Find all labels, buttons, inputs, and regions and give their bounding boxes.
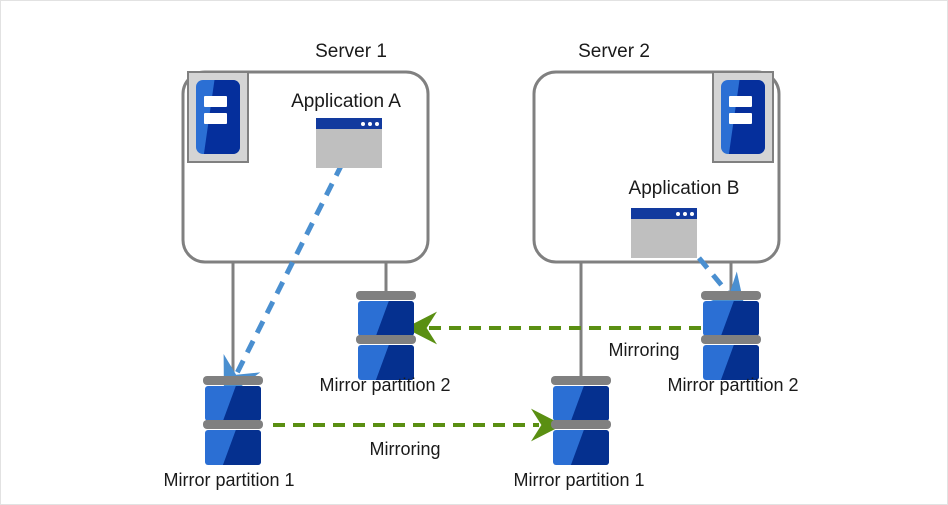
window-dot-1 (361, 121, 365, 126)
disk-cap-middle (203, 420, 263, 429)
window-dot-3 (690, 211, 694, 216)
disk-plate-top (553, 386, 609, 421)
disk-plate-shade (720, 301, 759, 336)
disk-plate-top (205, 386, 261, 421)
window-dot-2 (368, 121, 372, 126)
mirror-partition-1-left-label: Mirror partition 1 (163, 470, 295, 490)
mirror-partition-1-right-label: Mirror partition 1 (513, 470, 645, 490)
disk-plate-top (703, 301, 759, 336)
server2-title: Server 2 (578, 41, 650, 62)
application-window-titlebar (631, 208, 697, 219)
disk-cap-top (701, 291, 761, 300)
server-tower-icon (712, 71, 774, 163)
disk-plate-shade (222, 386, 261, 421)
application-a-label: Application A (291, 91, 401, 112)
mirroring-label-lower: Mirroring (369, 439, 441, 459)
disk-plate-shade (570, 430, 609, 465)
disk-partition-icon (551, 376, 611, 468)
window-dot-3 (375, 121, 379, 126)
server-tower-bar-top (203, 96, 227, 108)
server-tower-bar-bottom (203, 113, 227, 125)
disk-cap-middle (356, 335, 416, 344)
disk-plate-shade (375, 301, 414, 336)
window-dot-2 (683, 211, 687, 216)
server-tower-body (196, 80, 240, 154)
application-window-icon (631, 208, 697, 258)
disk-cap-top (551, 376, 611, 385)
disk-plate-bottom (205, 430, 261, 465)
server1-title: Server 1 (315, 41, 387, 62)
disk-cap-top (356, 291, 416, 300)
mirroring-label-upper: Mirroring (608, 340, 680, 360)
dataflow-arrow-app-a (223, 162, 345, 399)
disk-plate-top (358, 301, 414, 336)
application-b-label: Application B (628, 178, 740, 199)
disk-partition-icon (203, 376, 263, 468)
disk-plate-bottom (703, 345, 759, 380)
disk-cap-middle (551, 420, 611, 429)
application-window-icon (316, 118, 382, 168)
disk-partition-icon (356, 291, 416, 383)
server-tower-bar-top (728, 96, 752, 108)
disk-partition-icon (701, 291, 761, 383)
window-dot-1 (676, 211, 680, 216)
disk-plate-bottom (358, 345, 414, 380)
application-window-titlebar (316, 118, 382, 129)
disk-plate-shade (222, 430, 261, 465)
server-tower-bar-bottom (728, 113, 752, 125)
mirror-partition-2-right-label: Mirror partition 2 (667, 375, 799, 395)
disk-cap-top (203, 376, 263, 385)
disk-plate-bottom (553, 430, 609, 465)
server-tower-icon (187, 71, 249, 163)
mirror-partition-2-left-label: Mirror partition 2 (319, 375, 451, 395)
server-tower-body (721, 80, 765, 154)
disk-cap-middle (701, 335, 761, 344)
disk-plate-shade (570, 386, 609, 421)
